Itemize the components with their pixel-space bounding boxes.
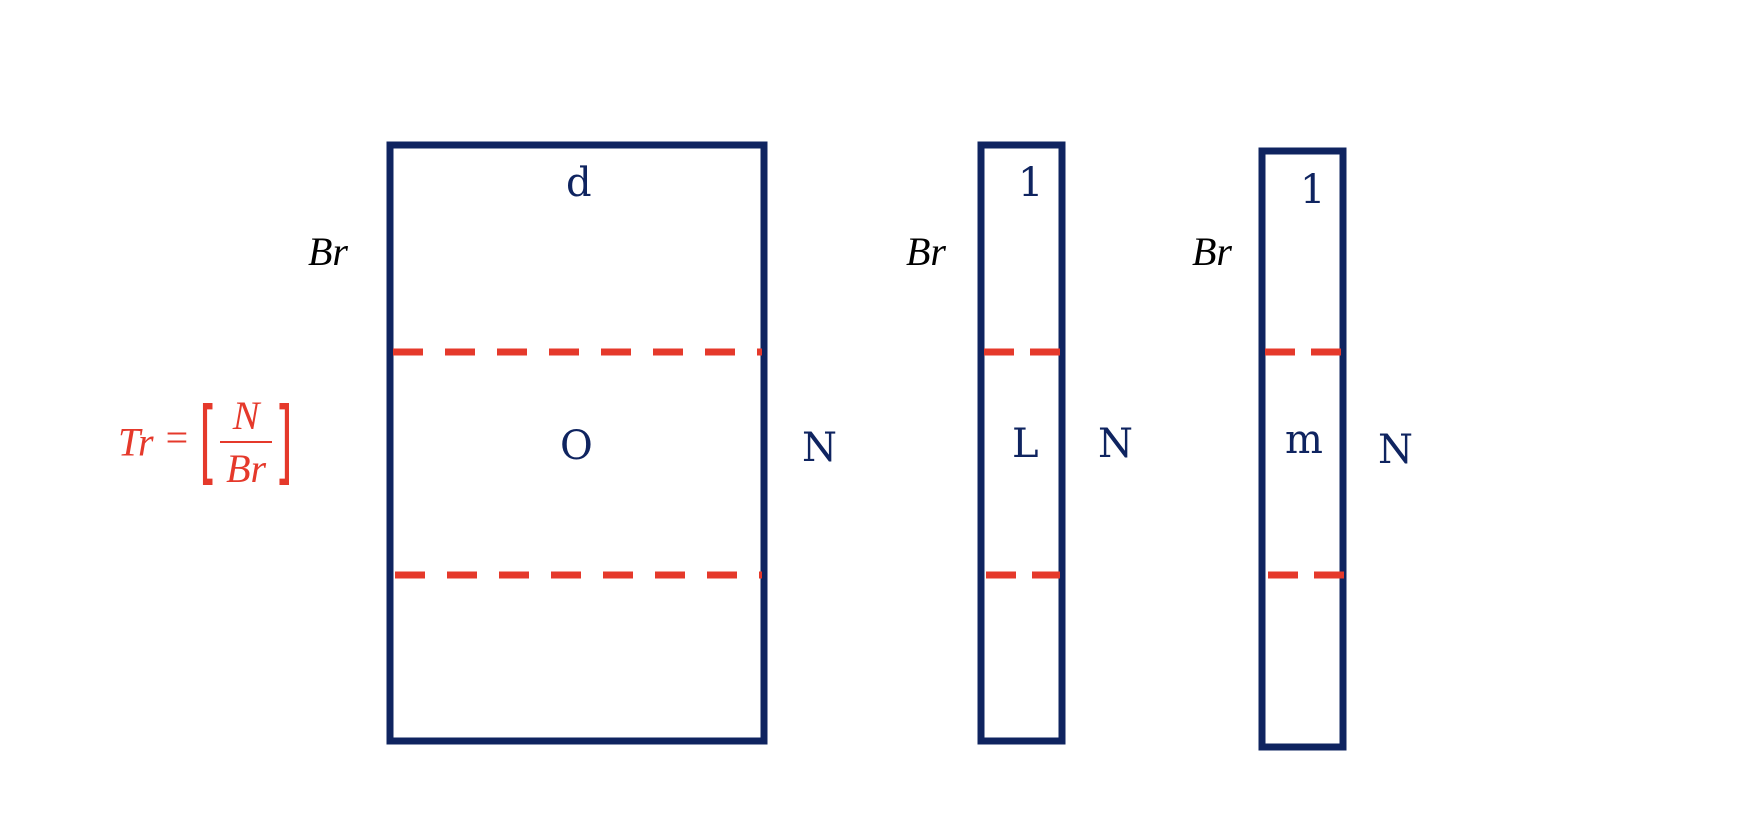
matrix-o-row-block-label: Br xyxy=(308,229,348,274)
matrix-m-rows-label: N xyxy=(1378,427,1413,473)
matrix-l-col-label: 1 xyxy=(1018,160,1044,206)
ceil-left-bracket: [ xyxy=(199,388,218,495)
matrix-m-row-block-label: Br xyxy=(1192,229,1232,274)
matrix-l-row-block-label: Br xyxy=(906,229,946,274)
matrix-m-col-label: 1 xyxy=(1300,167,1326,213)
matrix-o-name: O xyxy=(560,423,593,469)
formula-lhs: Tr xyxy=(118,419,154,465)
formula-numerator: N xyxy=(220,392,273,443)
ceil-right-bracket: ] xyxy=(275,388,294,495)
matrix-o-rows-label: N xyxy=(802,425,837,471)
matrix-l-box xyxy=(977,141,1066,745)
matrix-o-col-label: d xyxy=(566,160,592,206)
matrix-l-rows-label: N xyxy=(1098,421,1133,467)
formula-denominator: Br xyxy=(226,446,267,491)
matrix-o-box xyxy=(386,141,768,745)
matrix-m-box xyxy=(1258,147,1347,751)
matrix-m-name: m xyxy=(1285,417,1323,463)
formula-equals: = xyxy=(165,415,189,461)
matrix-l-name: L xyxy=(1012,421,1039,467)
